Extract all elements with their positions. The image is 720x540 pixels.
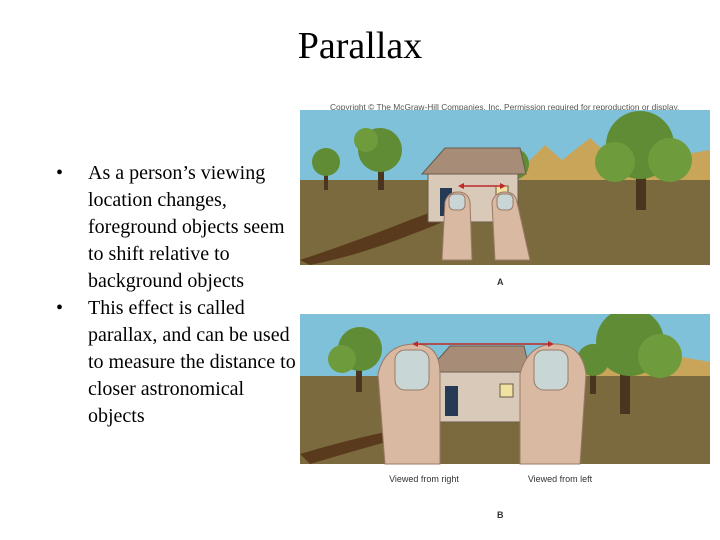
slide-title: Parallax [297,25,423,67]
panel-b-illustration [300,314,710,465]
bullet-dot: • [56,162,64,184]
copyright-notice: Copyright © The McGraw-Hill Companies, I… [330,102,680,112]
bullet-text: As a person’s viewing location changes, … [88,162,285,292]
thumb-icon [377,343,441,465]
panel-a-illustration [300,110,710,265]
parallax-arrow-icon [458,183,506,189]
bullet-list: • As a person’s viewing location changes… [56,160,301,430]
parallax-figure: Copyright © The McGraw-Hill Companies, I… [300,96,710,536]
bullet-text: This effect is called parallax, and can … [88,297,296,427]
finger-icon [441,191,473,261]
tree-icon [312,148,340,190]
bullet-item: • This effect is called parallax, and ca… [56,295,301,430]
panel-a-label: A [497,277,504,287]
thumb-icon [519,343,587,465]
parallax-arrow-icon [412,341,554,347]
viewed-from-left-label: Viewed from left [527,474,593,484]
viewed-from-right-label: Viewed from right [389,474,459,484]
house-icon [425,345,531,423]
panel-b-label: B [497,510,504,520]
bullet-item: • As a person’s viewing location changes… [56,160,301,295]
finger-icon [491,191,531,261]
bullet-dot: • [56,297,64,319]
